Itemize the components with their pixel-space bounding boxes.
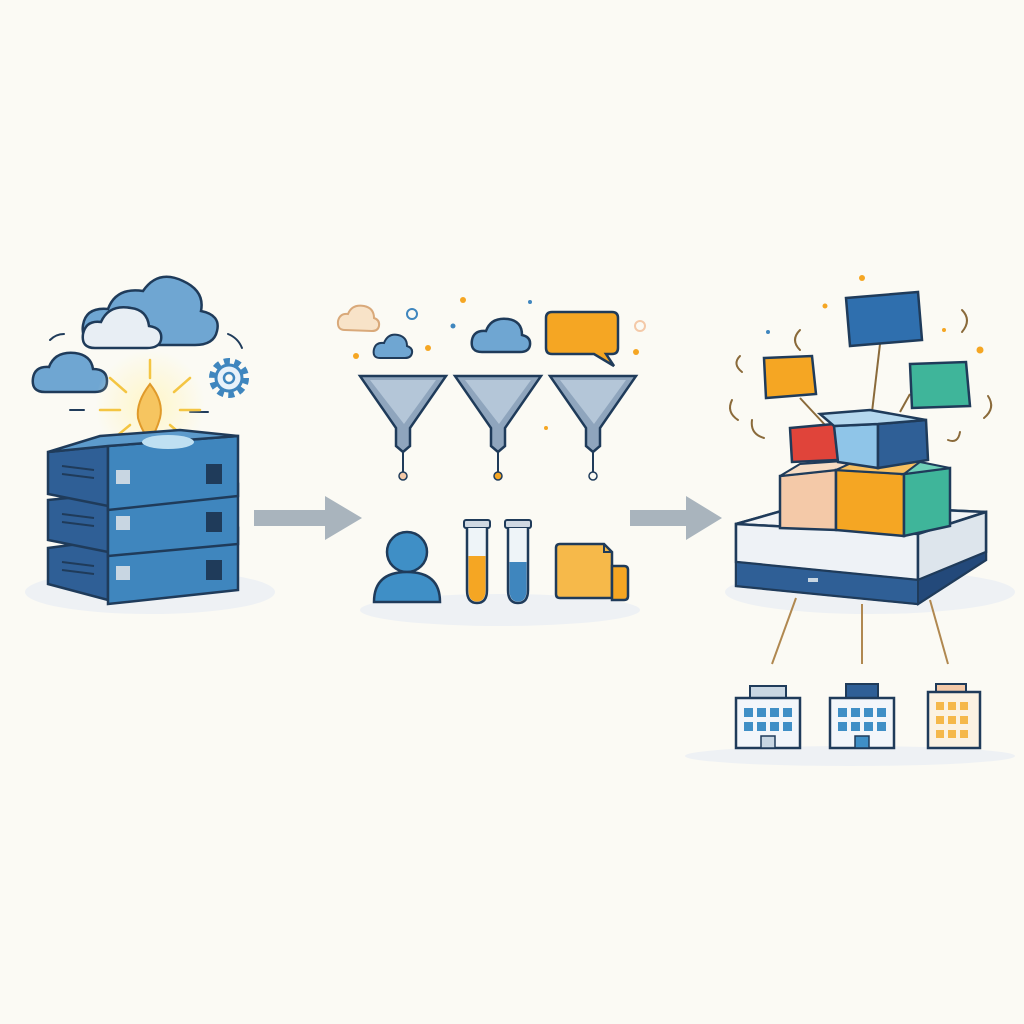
funnel-icon: [547, 374, 639, 481]
stage-filtering: [336, 297, 646, 626]
building-icon: [926, 683, 982, 750]
cloud-icon: [372, 333, 414, 359]
user-icon: [372, 530, 442, 604]
cube-icon: [908, 360, 972, 410]
cloud-icon: [81, 275, 219, 350]
test-tube-icon: [504, 519, 532, 605]
building-icon: [734, 685, 802, 750]
chat-bubble-icon: [544, 310, 620, 368]
funnel-icon: [357, 374, 449, 481]
connector-lines: [799, 343, 911, 427]
cloud-icon: [336, 304, 381, 333]
stage-data-warehouse: [685, 275, 1015, 766]
arrow-right-icon: [254, 496, 362, 540]
test-tube-icon: [463, 519, 491, 605]
building-icon: [828, 683, 896, 750]
funnel-icon: [452, 374, 544, 481]
cloud-icon: [31, 351, 109, 394]
cube-icon: [816, 408, 930, 470]
ground-shadow: [685, 746, 1015, 766]
cube-icon: [900, 460, 952, 538]
connector-lines: [771, 597, 949, 665]
gear-icon: [209, 358, 249, 398]
folder-icon: [554, 542, 630, 602]
particles: [766, 275, 984, 354]
cube-icon: [762, 354, 818, 400]
arrow-right-icon: [630, 496, 722, 540]
cube-icon: [788, 422, 840, 464]
decor-lines: [729, 309, 993, 442]
server-unit: [46, 428, 240, 512]
cube-icon: [844, 290, 924, 348]
cloud-icon: [470, 317, 532, 354]
server-stack-icon: [46, 428, 240, 606]
stage-data-sources: [25, 275, 275, 614]
particles: [353, 297, 646, 430]
